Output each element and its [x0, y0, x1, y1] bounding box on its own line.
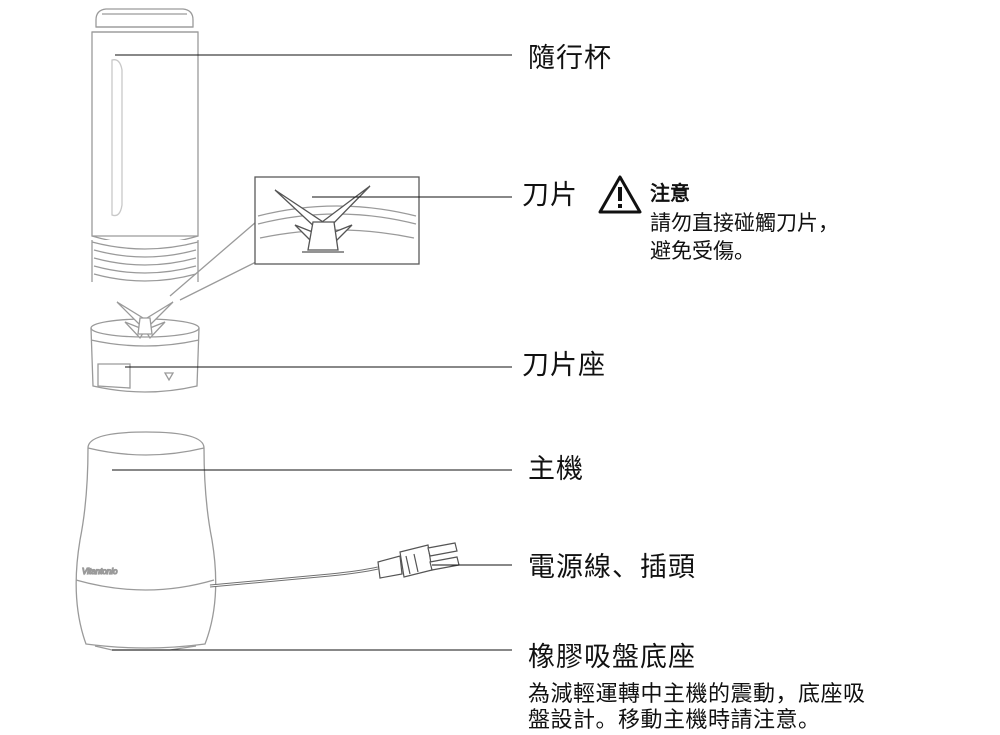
leader-lines — [112, 54, 512, 651]
suction-desc-line-2: 盤設計。移動主機時請注意。 — [528, 708, 821, 733]
blade-zoom-callout — [169, 176, 420, 301]
caution-line-1: 請勿直接碰觸刀片， — [650, 211, 839, 235]
label-blade-base: 刀片座 — [522, 350, 606, 381]
label-blade: 刀片 — [522, 180, 578, 211]
label-travel-cup: 隨行杯 — [528, 43, 612, 74]
label-power-cord: 電源線、插頭 — [528, 552, 696, 583]
suction-desc-line-1: 為減輕運轉中主機的震動，底座吸 — [528, 682, 866, 707]
label-main-unit: 主機 — [528, 454, 584, 485]
travel-cup-illustration — [91, 8, 199, 286]
caution-line-2: 避免受傷。 — [650, 239, 755, 263]
main-unit-illustration: Vitantonio — [75, 431, 217, 651]
brand-logo-text: Vitantonio — [82, 567, 118, 576]
blade-base-illustration — [90, 301, 200, 393]
power-plug-icon — [377, 542, 460, 579]
caution-title: 注意 — [650, 181, 690, 205]
power-cord-illustration — [209, 566, 379, 588]
label-suction-base: 橡膠吸盤底座 — [528, 642, 696, 673]
warning-triangle-icon — [598, 175, 642, 214]
